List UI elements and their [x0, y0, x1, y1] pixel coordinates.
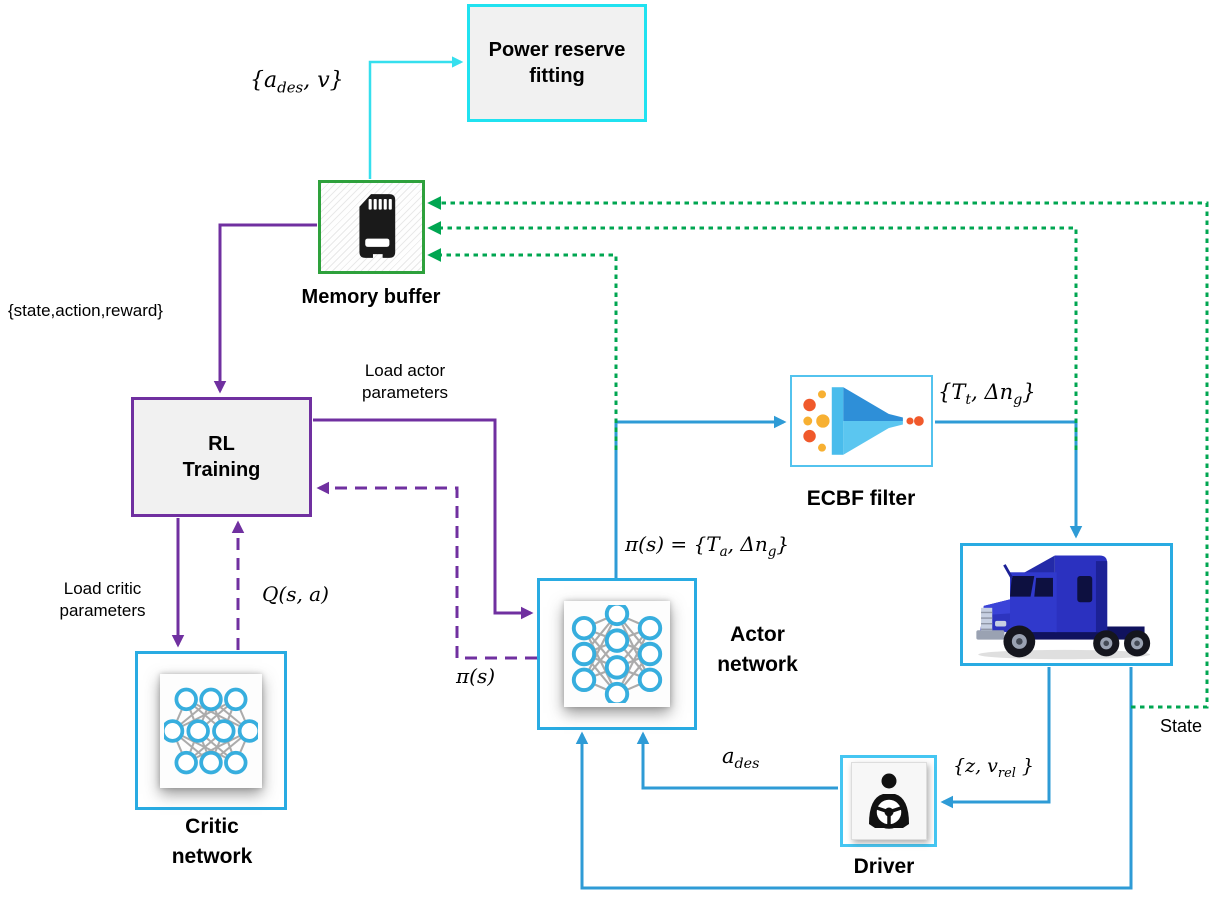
label-state: State	[1160, 716, 1203, 736]
driver-steering-wheel-icon	[868, 773, 909, 829]
power-reserve-fitting-label: Power reserve fitting	[488, 38, 626, 87]
label-q-sa: Q(s, a)	[262, 582, 329, 606]
edge-truck-to-driver	[940, 667, 1051, 809]
label-state-action-reward: {state,action,reward}	[8, 301, 163, 320]
memory-buffer-box	[318, 180, 425, 274]
label-load-actor-parameters: Load actor parameters	[362, 361, 448, 403]
edge-truck-to-actor-feedback	[575, 667, 1133, 890]
edge-memory-to-rl	[213, 223, 317, 394]
label-a-des-v: {ades, v}	[250, 68, 344, 97]
truck-box	[960, 543, 1173, 666]
neural-network-icon	[164, 687, 258, 774]
critic-network-box	[135, 651, 287, 810]
actor-network-panel	[564, 601, 670, 707]
edge-driver-to-actor	[636, 731, 838, 790]
rl-training-label: RL Training	[182, 432, 261, 481]
actor-network-label: Actor network	[717, 623, 798, 677]
label-z-vrel: {z, vrel }	[953, 755, 1034, 781]
edge-state-to-memory	[427, 196, 1209, 709]
label-pi-s: π(s)	[456, 664, 496, 688]
neural-network-icon	[571, 605, 663, 703]
critic-network-label: Critic network	[171, 815, 253, 869]
edge-memory-to-power-reserve	[368, 56, 464, 179]
truck-image	[975, 554, 1150, 659]
label-pi-s-equation: π(s) = {Ta, Δng}	[625, 532, 790, 560]
edge-actor-to-rl-dashed	[316, 481, 537, 660]
driver-box	[840, 755, 937, 847]
funnel-icon	[802, 387, 924, 455]
critic-network-panel	[160, 673, 262, 788]
driver-panel	[850, 762, 927, 840]
label-tt-dng: {Tt, Δng}	[938, 380, 1036, 409]
ecbf-filter-box	[790, 375, 933, 467]
edge-rl-to-actor	[313, 418, 534, 620]
driver-label: Driver	[853, 855, 915, 878]
edge-action-to-memory	[427, 248, 618, 450]
rl-training-box: RL Training	[131, 397, 312, 517]
edge-ecbf-to-truck	[935, 420, 1083, 539]
power-reserve-fitting-box: Power reserve fitting	[467, 4, 647, 122]
memory-buffer-label: Memory buffer	[301, 286, 441, 308]
edge-torque-to-memory	[427, 221, 1078, 450]
sd-card-icon	[358, 194, 395, 258]
ecbf-filter-label: ECBF filter	[806, 487, 916, 510]
label-a-des: ades	[722, 744, 760, 773]
label-load-critic-parameters: Load critic parameters	[59, 579, 146, 621]
actor-network-box	[537, 578, 697, 730]
